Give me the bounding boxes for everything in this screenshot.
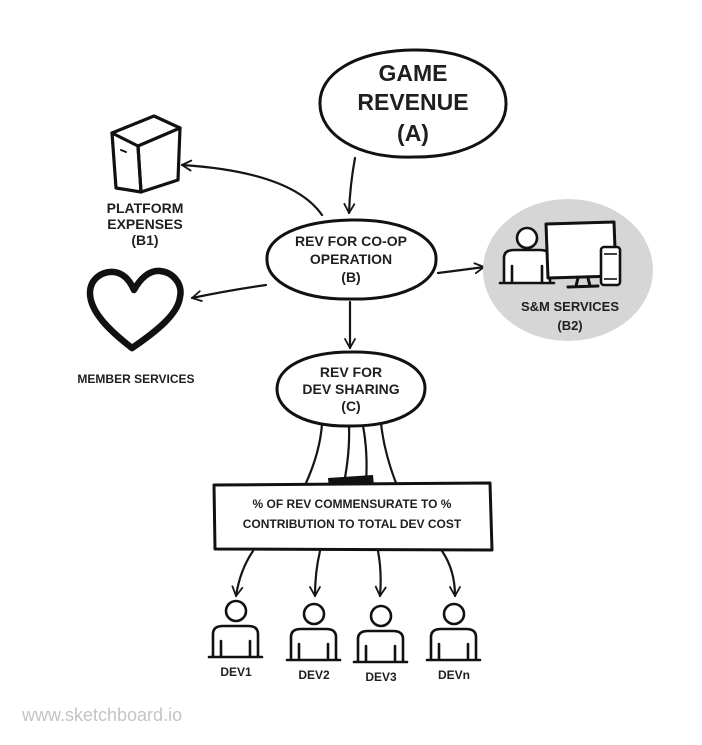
person-icon [352, 604, 409, 664]
dev-n-label: DEVn [438, 668, 470, 682]
arrow-b-to-member [190, 283, 268, 302]
arrow-box-to-dev3 [374, 549, 387, 598]
person-icon [498, 226, 556, 285]
node-dev-sharing-ellipse [275, 350, 427, 428]
dev-n[interactable]: DEVn [425, 602, 482, 682]
watermark-text: www.sketchboard.io [21, 705, 182, 725]
arrow-a-to-b [343, 156, 357, 215]
line-c-to-box-1 [304, 422, 324, 485]
node-dev-sharing-line-3: (C) [341, 398, 360, 414]
person-icon [425, 602, 482, 662]
dev-3[interactable]: DEV3 [352, 604, 409, 684]
node-member-services-label: MEMBER SERVICES [77, 372, 194, 386]
person-icon [285, 602, 342, 662]
node-dev-sharing[interactable]: REV FOR DEV SHARING (C) [275, 350, 427, 428]
node-sm-services[interactable]: S&M SERVICES (B2) [483, 199, 653, 341]
node-game-revenue-ellipse [318, 48, 508, 159]
node-dev-sharing-line-2: DEV SHARING [302, 381, 399, 397]
node-dev-sharing-line-1: REV FOR [320, 364, 382, 380]
node-game-revenue-line-3: (A) [397, 120, 429, 146]
arrow-box-to-dev1 [231, 549, 255, 598]
server-icon [110, 114, 182, 194]
node-game-revenue-line-2: REVENUE [357, 89, 468, 115]
arrow-box-to-dev2 [309, 549, 322, 598]
node-sm-services-line-1: S&M SERVICES [521, 299, 619, 314]
node-platform-line-3: (B1) [131, 232, 158, 248]
dev-1-label: DEV1 [220, 665, 252, 679]
dev-3-label: DEV3 [365, 670, 397, 684]
node-platform[interactable]: PLATFORM EXPENSES (B1) [107, 114, 184, 248]
node-member-services[interactable]: MEMBER SERVICES [77, 267, 195, 386]
arrow-b-to-b1 [180, 159, 324, 217]
arrow-b-to-b2 [436, 262, 486, 275]
dev-2[interactable]: DEV2 [285, 602, 342, 682]
node-co-op-line-3: (B) [341, 269, 360, 285]
dev-2-label: DEV2 [298, 668, 330, 682]
line-c-to-box-3 [361, 424, 368, 485]
person-icon [207, 599, 264, 659]
node-platform-line-1: PLATFORM [107, 200, 184, 216]
node-game-revenue-line-1: GAME [379, 60, 448, 86]
node-platform-line-2: EXPENSES [107, 216, 182, 232]
node-commensurate-box [212, 481, 494, 552]
node-co-op-line-2: OPERATION [310, 251, 392, 267]
node-co-op-ellipse [265, 218, 438, 301]
arrow-box-to-devn [440, 549, 461, 598]
node-commensurate[interactable]: % OF REV COMMENSURATE TO % CONTRIBUTION … [212, 481, 494, 552]
line-c-to-box-4 [379, 421, 398, 485]
node-commensurate-line-2: CONTRIBUTION TO TOTAL DEV COST [243, 517, 462, 531]
node-game-revenue[interactable]: GAME REVENUE (A) [318, 48, 508, 159]
node-sm-services-line-2: (B2) [557, 318, 582, 333]
node-commensurate-line-1: % OF REV COMMENSURATE TO % [253, 497, 452, 511]
dev-1[interactable]: DEV1 [207, 599, 264, 679]
line-c-to-box-2 [342, 424, 351, 485]
node-co-op-line-1: REV FOR CO-OP [295, 233, 407, 249]
node-co-op[interactable]: REV FOR CO-OP OPERATION (B) [265, 218, 438, 301]
heart-icon [86, 267, 184, 352]
phone-icon [599, 245, 622, 287]
